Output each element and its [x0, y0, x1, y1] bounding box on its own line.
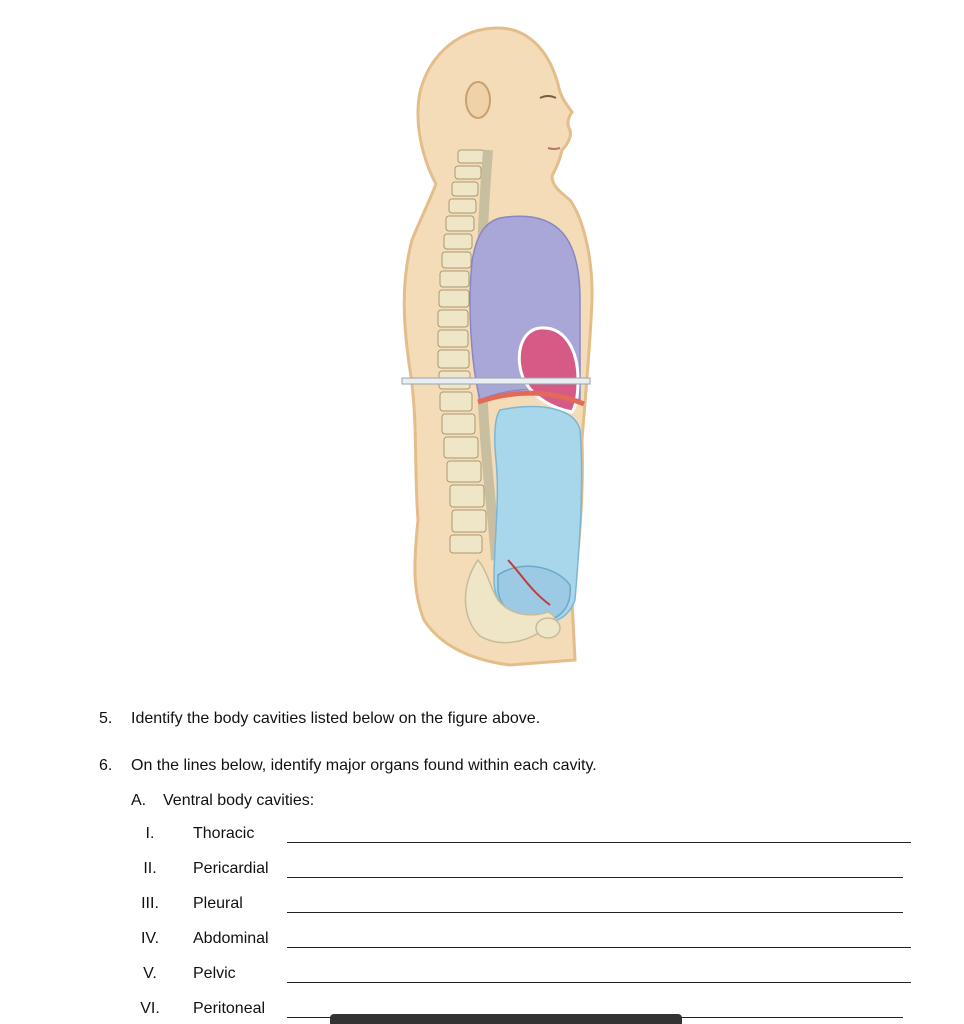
cavity-numeral: VI.: [140, 1000, 160, 1017]
question-6-number: 6.: [99, 757, 113, 774]
cavity-numeral: II.: [143, 860, 157, 877]
mouth: [547, 147, 561, 150]
question-6-text: On the lines below, identify major organ…: [131, 757, 597, 774]
cavity-name: Pelvic: [193, 965, 236, 982]
answer-line-pericardial[interactable]: [287, 877, 903, 878]
body-cavities-figure: [401, 26, 594, 667]
cavity-row-pelvic: V. Pelvic: [0, 965, 964, 989]
spinal-cord: [475, 149, 501, 561]
cavity-numeral: III.: [141, 895, 159, 912]
diaphragm: [477, 390, 585, 407]
cavity-row-pericardial: II. Pericardial: [0, 860, 964, 884]
pubic-bone: [535, 617, 561, 639]
home-indicator-bar: [330, 1014, 682, 1024]
cavity-numeral: V.: [143, 965, 157, 982]
section-a-title: Ventral body cavities:: [163, 792, 315, 809]
question-5-text: Identify the body cavities listed below …: [131, 710, 541, 727]
cavity-numeral: I.: [145, 825, 155, 842]
answer-line-pelvic[interactable]: [287, 982, 911, 983]
cavity-name: Peritoneal: [193, 1000, 266, 1017]
cavity-row-abdominal: IV. Abdominal: [0, 930, 964, 954]
answer-line-pleural[interactable]: [287, 912, 903, 913]
answer-line-thoracic[interactable]: [287, 842, 911, 843]
cavity-row-thoracic: I. Thoracic: [0, 825, 964, 849]
ear: [465, 81, 491, 119]
cavity-numeral: IV.: [140, 930, 160, 947]
section-a-heading: A. Ventral body cavities:: [131, 791, 314, 811]
eye: [539, 95, 557, 99]
answer-line-abdominal[interactable]: [287, 947, 911, 948]
cavity-name: Pericardial: [193, 860, 269, 877]
cavity-name: Pleural: [193, 895, 243, 912]
cavity-name: Thoracic: [193, 825, 255, 842]
cavity-row-pleural: III. Pleural: [0, 895, 964, 919]
section-a-letter: A.: [131, 792, 147, 809]
transverse-plane-line: [401, 377, 591, 385]
question-5-number: 5.: [99, 710, 113, 727]
cavity-name: Abdominal: [193, 930, 269, 947]
blood-vessel: [507, 559, 551, 606]
